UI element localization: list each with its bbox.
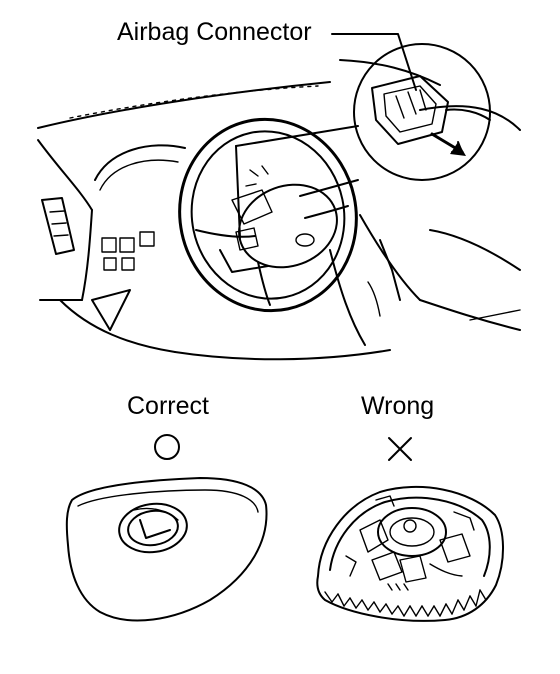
airbag-wrong xyxy=(316,486,504,622)
correct-circle-icon xyxy=(154,434,180,460)
dashboard-illustration xyxy=(37,59,521,361)
wrong-cross-icon xyxy=(388,437,412,461)
airbag-connector-label: Airbag Connector xyxy=(117,18,312,46)
airbag-correct xyxy=(65,477,268,622)
wrong-label: Wrong xyxy=(361,392,435,420)
correct-label: Correct xyxy=(127,392,209,420)
connector-callout xyxy=(235,33,491,239)
